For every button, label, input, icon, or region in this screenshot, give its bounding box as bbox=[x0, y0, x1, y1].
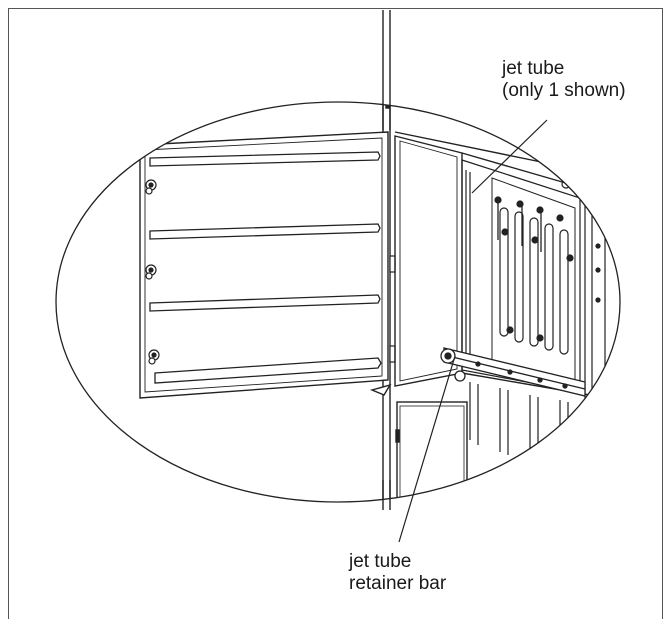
open-door bbox=[139, 131, 389, 399]
retainer-bar-callout-line1: jet tube bbox=[349, 551, 412, 572]
magnifier-lens-outline bbox=[55, 101, 621, 503]
retainer-bar-callout: jet tube retainer bar bbox=[349, 551, 446, 595]
magnified-view bbox=[139, 102, 606, 502]
jet-tube-callout: jet tube (only 1 shown) bbox=[502, 58, 626, 102]
lower-cabinet-door bbox=[369, 383, 468, 502]
retainer-bar bbox=[440, 347, 586, 397]
figure-frame bbox=[8, 8, 663, 619]
door-hinges bbox=[145, 179, 160, 365]
retainer-bar-callout-line2: retainer bar bbox=[349, 573, 447, 594]
retainer-bar-leader-line bbox=[398, 355, 456, 543]
jet-tube-callout-line1: jet tube bbox=[502, 58, 565, 79]
jet-tube-leader-line bbox=[471, 119, 548, 194]
door-rails bbox=[149, 151, 382, 384]
jet-tube-callout-line2: (only 1 shown) bbox=[502, 80, 626, 101]
